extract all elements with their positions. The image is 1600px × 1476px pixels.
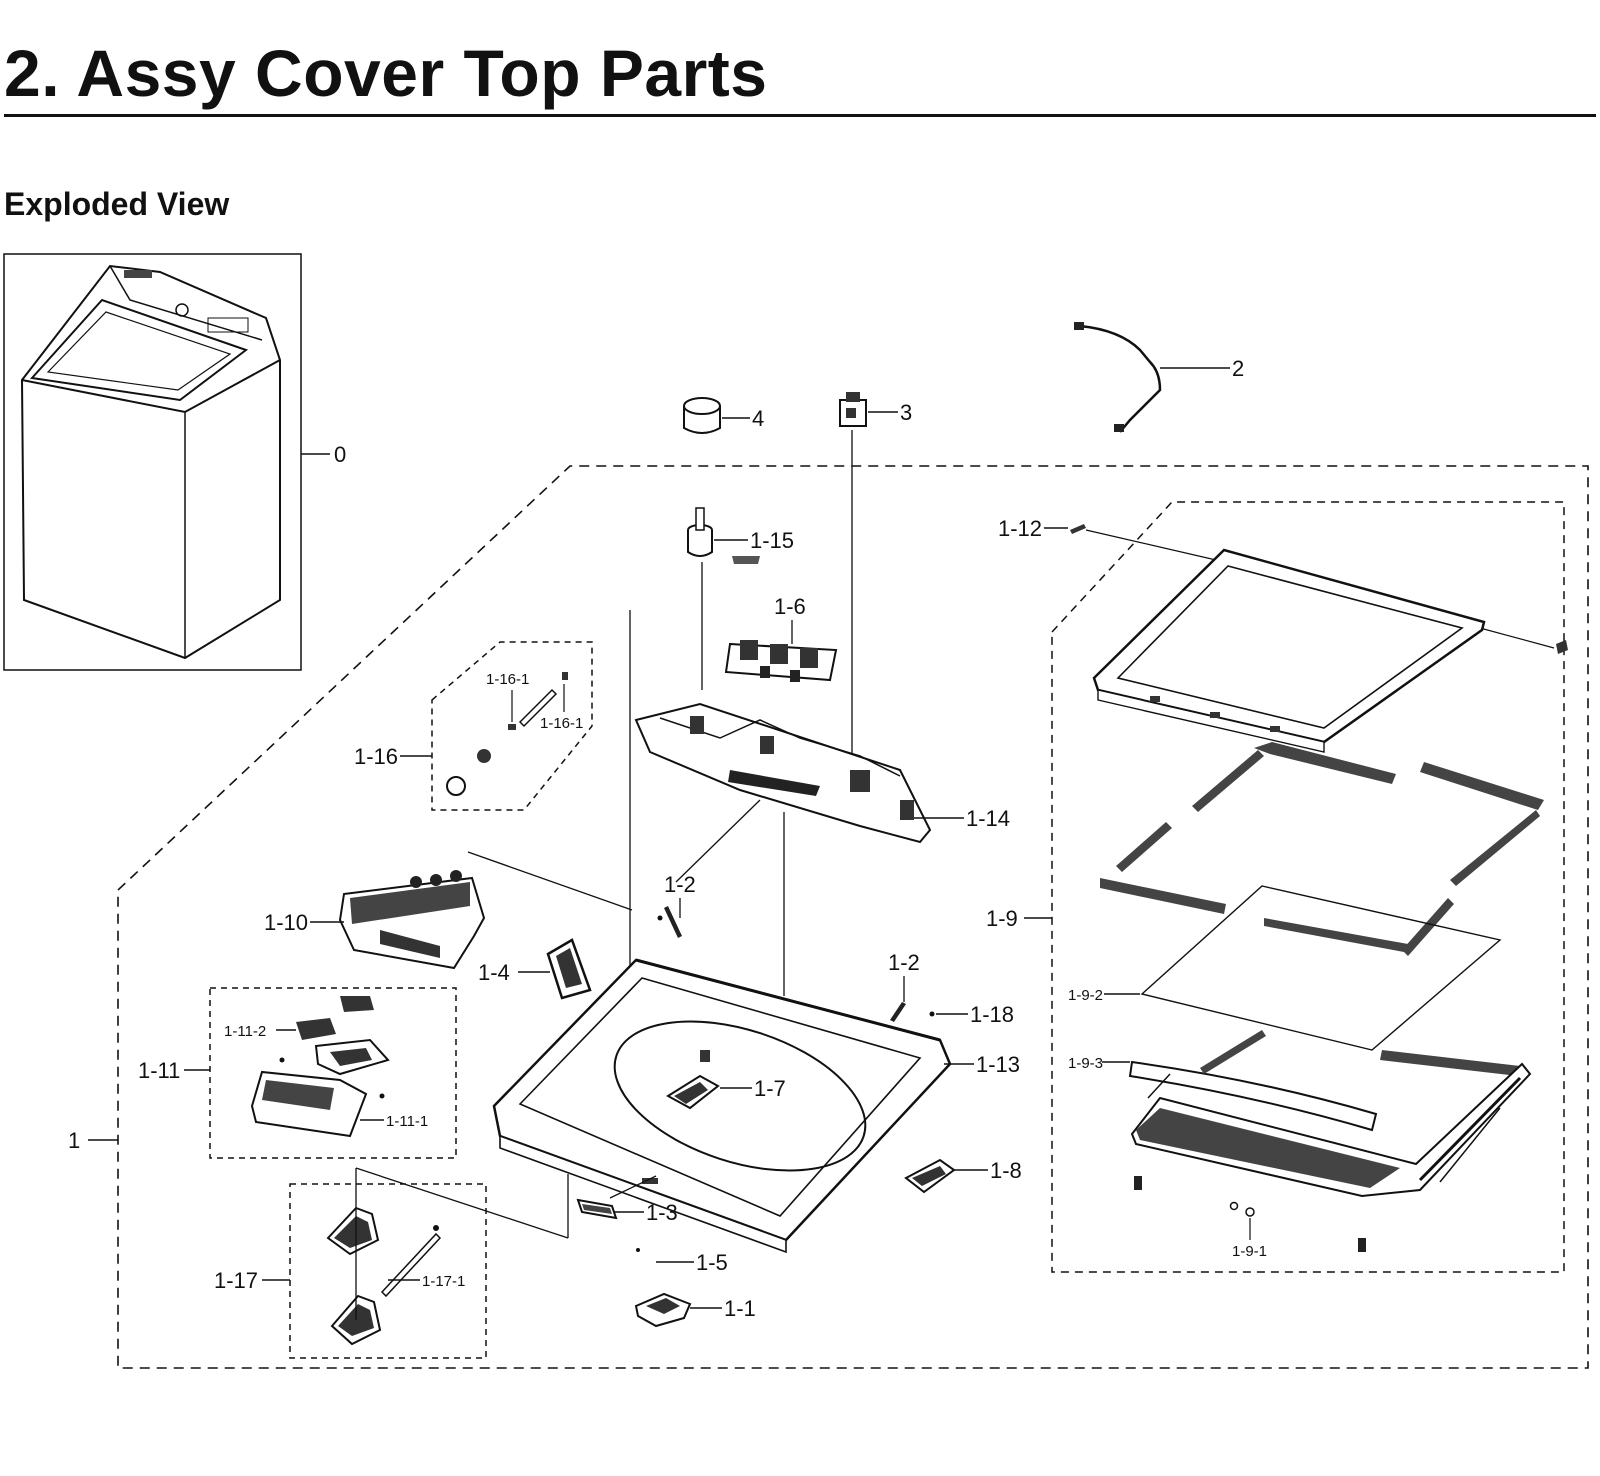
- part-1-9-3-handle: [1128, 1030, 1520, 1132]
- callout-1-17: 1-17: [214, 1268, 258, 1293]
- callout-1-16-1b: 1-16-1: [540, 715, 583, 732]
- callout-1-9-1: 1-9-1: [1232, 1243, 1267, 1260]
- callout-1-6: 1-6: [774, 594, 806, 619]
- part-1-14-frame: [634, 702, 932, 844]
- callout-1-12: 1-12: [998, 516, 1042, 541]
- part-1-7-latch: [666, 1074, 720, 1110]
- part-1-3-pad: [576, 1198, 618, 1220]
- callout-0: 0: [334, 442, 346, 467]
- callout-1-16-1a: 1-16-1: [486, 671, 529, 688]
- part-1-4-cap: [546, 938, 592, 1000]
- callout-1: 1: [68, 1128, 80, 1153]
- callout-1-17-1: 1-17-1: [422, 1273, 465, 1290]
- part-lid-frame: [1092, 548, 1486, 753]
- callout-1-14: 1-14: [966, 806, 1010, 831]
- part-4-cap: [683, 397, 721, 434]
- part-1-1-switch: [634, 1292, 692, 1328]
- callout-1-13: 1-13: [976, 1052, 1020, 1077]
- callout-3: 3: [900, 400, 912, 425]
- callout-1-11-2: 1-11-2: [224, 1023, 266, 1040]
- part-1-9-2-glass: [1140, 885, 1502, 1051]
- part-lid-lower-frame: [1130, 1062, 1532, 1252]
- part-1-10-housing: [338, 870, 486, 970]
- callout-1-9: 1-9: [986, 906, 1018, 931]
- washer-overview: [3, 253, 302, 671]
- part-1-6-valves: [724, 640, 838, 682]
- callout-1-11-1: 1-11-1: [386, 1113, 428, 1130]
- part-lid-rails: [1100, 742, 1544, 956]
- part-1-13-top-cover: [492, 958, 952, 1254]
- callout-1-3: 1-3: [646, 1200, 678, 1225]
- callout-1-16: 1-16: [354, 744, 398, 769]
- title-underline: [4, 114, 1596, 117]
- part-1-8-lock: [904, 1158, 956, 1194]
- part-1-11-drawer: [250, 996, 390, 1138]
- callout-1-7: 1-7: [754, 1076, 786, 1101]
- callout-1-4: 1-4: [478, 960, 510, 985]
- callout-1-11: 1-11: [138, 1058, 180, 1083]
- callout-1-18: 1-18: [970, 1002, 1014, 1027]
- part-1-5-pin: [636, 1248, 640, 1252]
- callout-2: 2: [1232, 356, 1244, 381]
- callout-1-9-2: 1-9-2: [1068, 987, 1103, 1004]
- page-title: 2. Assy Cover Top Parts: [4, 36, 768, 110]
- part-1-15: [687, 507, 760, 564]
- section-heading: Exploded View: [4, 186, 230, 222]
- callout-4: 4: [752, 406, 764, 431]
- part-1-2-screw-a: [657, 906, 682, 938]
- part-3-sensor: [839, 392, 867, 427]
- callout-1-9-3: 1-9-3: [1068, 1055, 1103, 1072]
- part-1-16-group: [446, 672, 568, 796]
- callout-1-2a: 1-2: [664, 872, 696, 897]
- part-1-2-screw-b: [890, 1002, 935, 1022]
- callout-1-5: 1-5: [696, 1250, 728, 1275]
- callout-1-2b: 1-2: [888, 950, 920, 975]
- callout-1-8: 1-8: [990, 1158, 1022, 1183]
- callout-1-15: 1-15: [750, 528, 794, 553]
- callout-1-10: 1-10: [264, 910, 308, 935]
- callout-1-1: 1-1: [724, 1296, 756, 1321]
- part-2-wire-harness: [1074, 322, 1162, 433]
